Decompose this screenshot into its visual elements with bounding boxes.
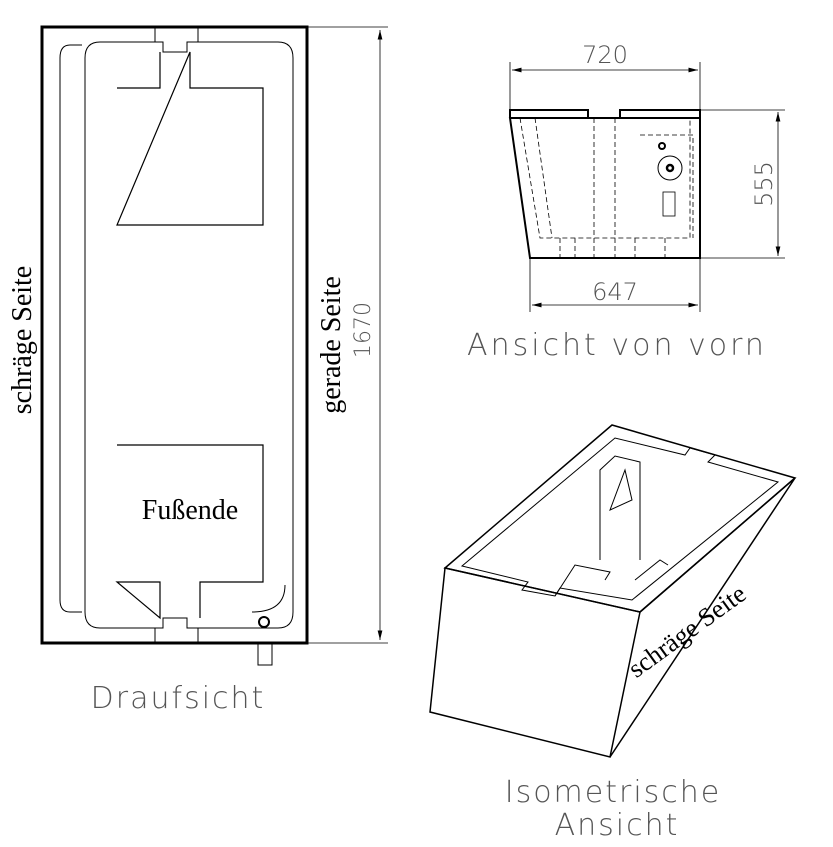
- drain-pipe: [257, 642, 273, 666]
- iso-caption-line2: Ansicht: [555, 808, 680, 843]
- length-dimension: 1670: [351, 302, 376, 358]
- bottom-width-dimension: 647: [592, 278, 638, 306]
- front-view-caption: Ansicht von vorn: [467, 328, 767, 363]
- slanted-side-rim: [59, 44, 82, 613]
- slanted-side-label: schräge Seite: [7, 266, 38, 415]
- height-dimension: 555: [750, 161, 778, 207]
- bottom-notch: [154, 617, 199, 643]
- top-notch: [154, 27, 199, 53]
- iso-fittings: [599, 455, 641, 560]
- drain-arc: [251, 584, 286, 613]
- top-view: 1670 gerade Seite schräge Seite Fußende …: [7, 25, 388, 716]
- iso-rim: [443, 424, 797, 613]
- iso-caption-line1: Isometrische: [505, 775, 722, 810]
- iso-slanted-face: [609, 477, 796, 758]
- iso-inner-basin: [460, 437, 780, 601]
- isometric-view: schräge Seite Isometrische Ansicht: [429, 424, 797, 843]
- foot-end-area: [115, 444, 264, 620]
- tub-outline: [40, 25, 309, 645]
- overflow-icon: [665, 163, 675, 173]
- inner-basin: [84, 41, 294, 629]
- front-view: 720 555 647 Ansicht von vorn: [467, 41, 785, 363]
- foot-end-label: Fußende: [142, 495, 238, 526]
- top-view-caption: Draufsicht: [91, 681, 266, 716]
- rim: [509, 109, 701, 118]
- drain-icon: [258, 616, 270, 628]
- tub-body: [508, 117, 701, 259]
- head-rest-area: [116, 51, 264, 226]
- iso-slanted-side-label: schräge Seite: [623, 579, 752, 684]
- top-width-dimension: 720: [582, 41, 628, 69]
- straight-side-label: gerade Seite: [316, 276, 347, 414]
